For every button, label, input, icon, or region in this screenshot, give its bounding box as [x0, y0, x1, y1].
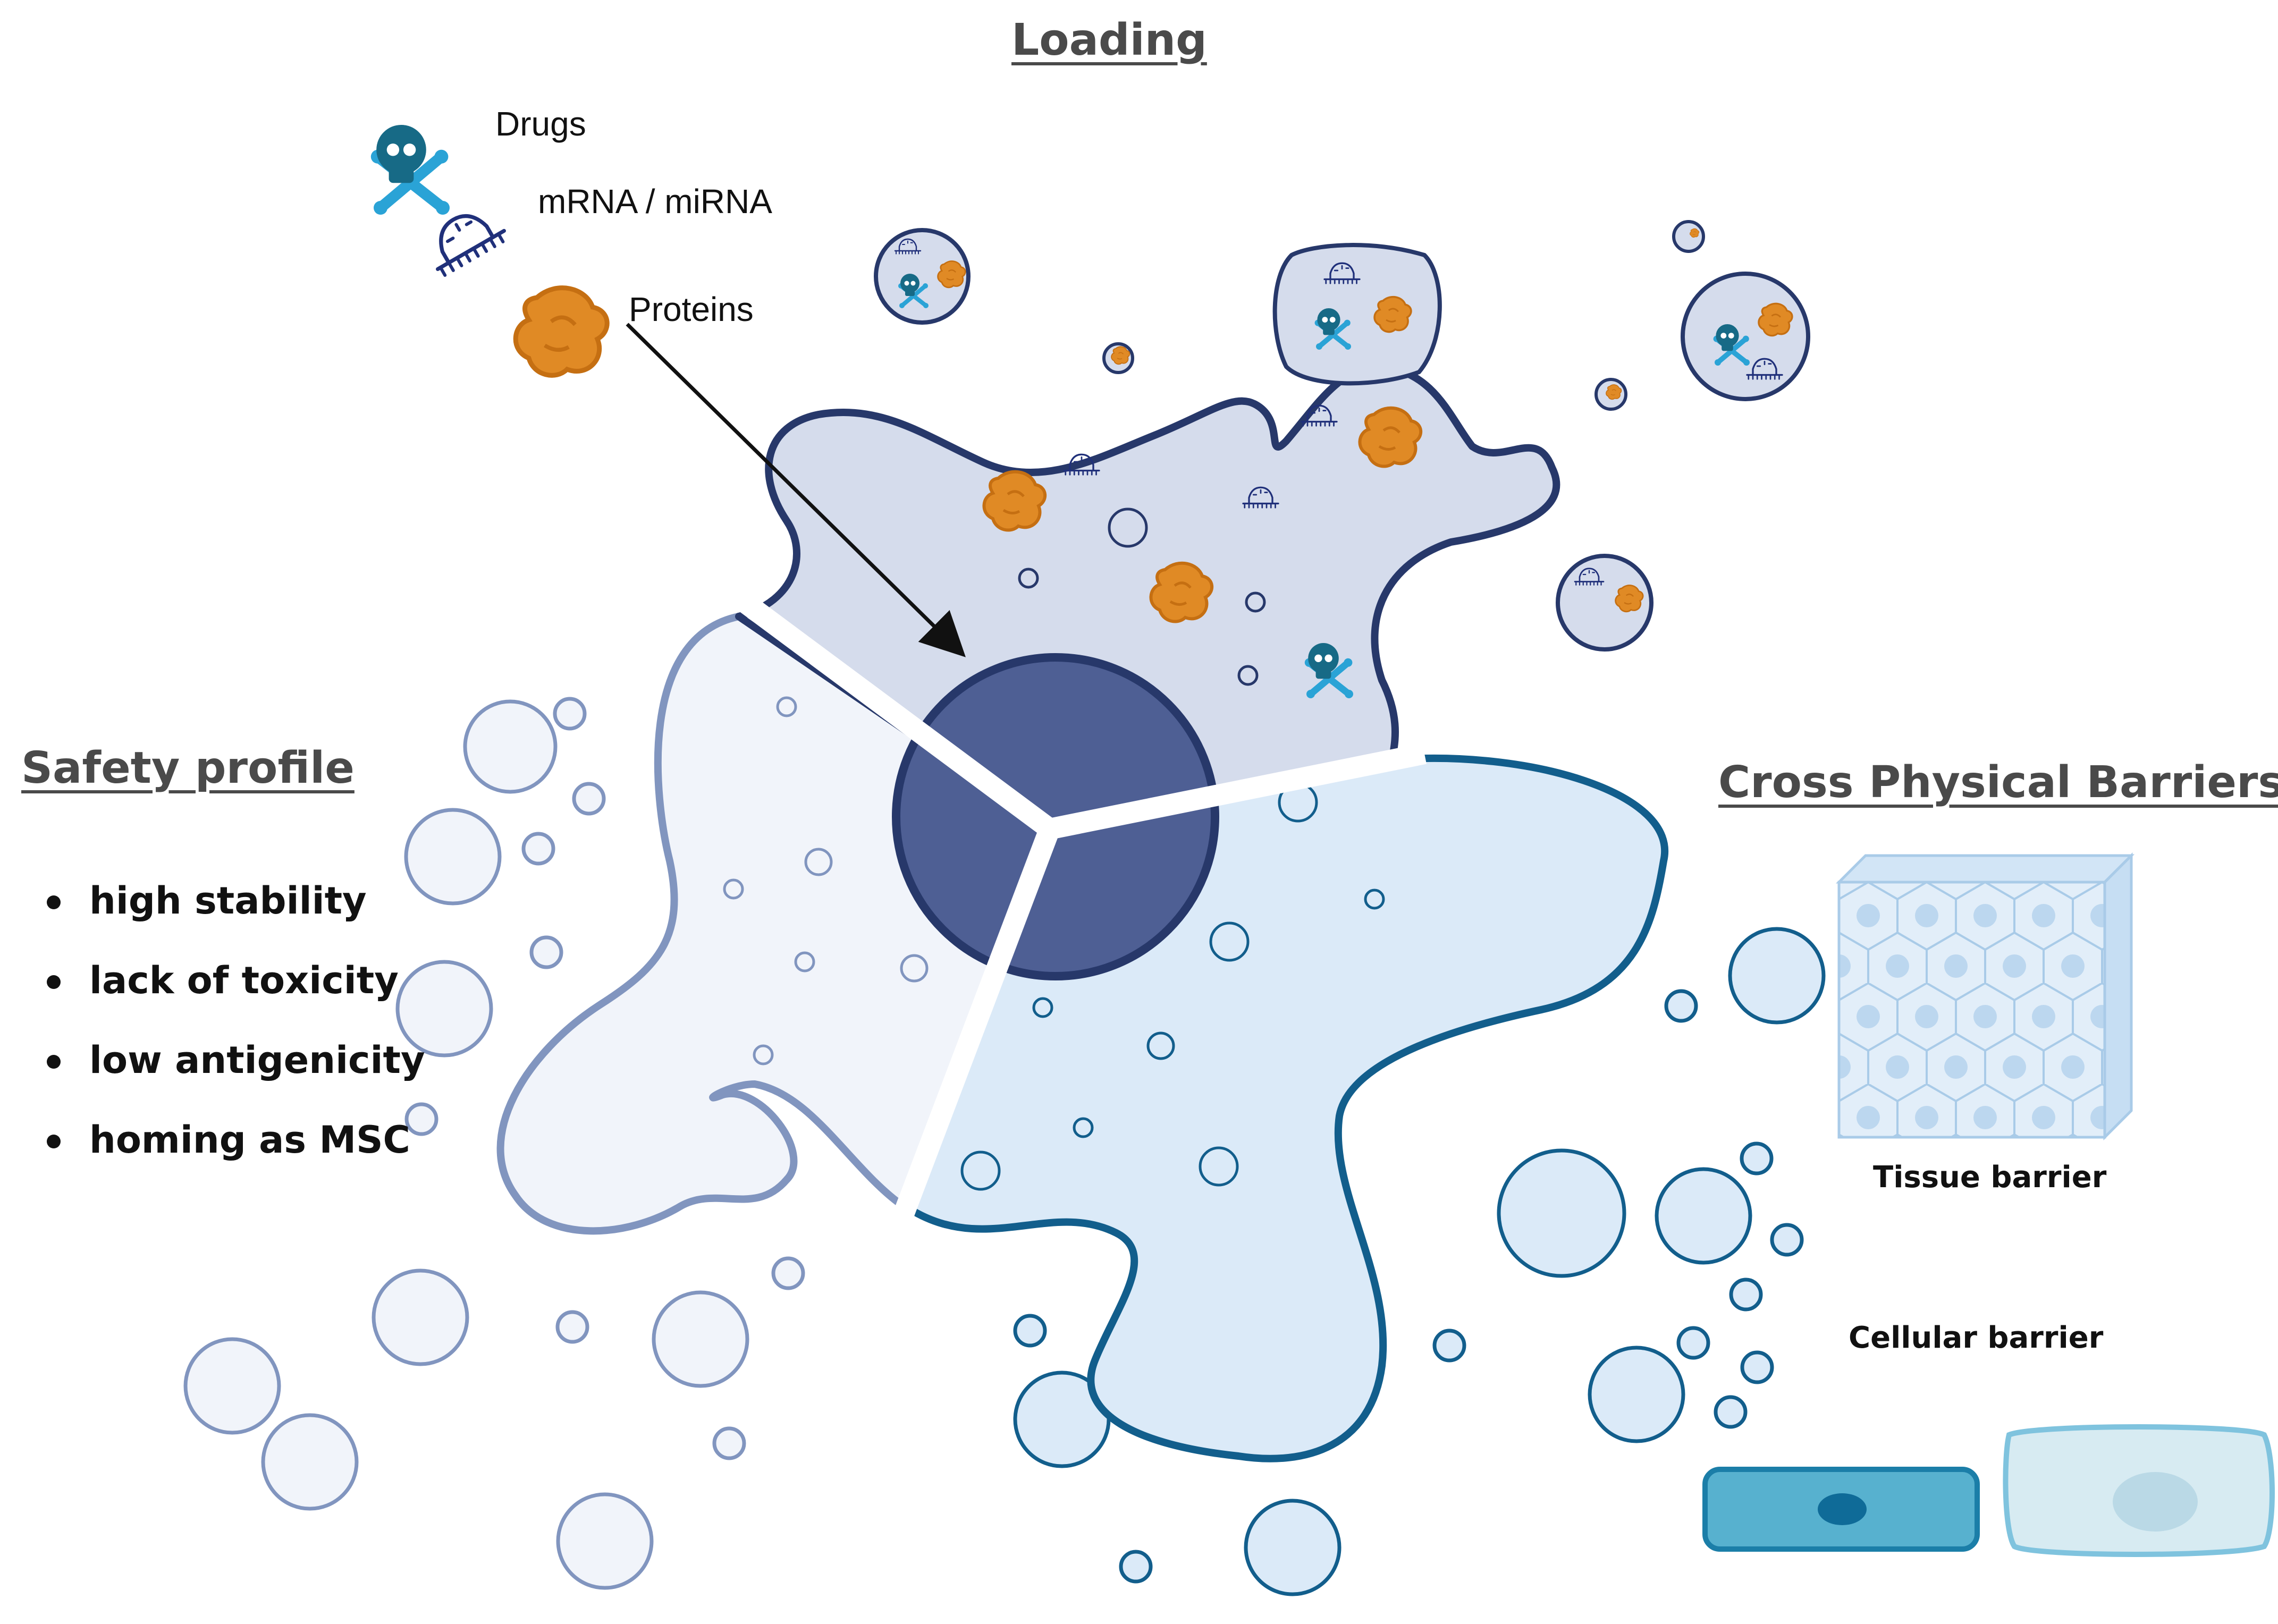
- vesicle: [1244, 1499, 1342, 1596]
- vesicle: [1108, 508, 1148, 548]
- vesicle: [1655, 1167, 1752, 1265]
- vesicle: [1237, 665, 1259, 686]
- vesicle: [1209, 921, 1250, 962]
- vesicle: [1432, 1329, 1466, 1363]
- vesicle: [1119, 1550, 1153, 1584]
- vesicle: [1740, 1141, 1774, 1175]
- vesicle: [652, 1290, 749, 1388]
- tissue-barrier-label: Tissue barrier: [1873, 1160, 2107, 1195]
- vesicle: [1588, 1346, 1685, 1443]
- loaded-exosome: [1672, 220, 1705, 253]
- vesicle: [1032, 997, 1053, 1018]
- barrier-cell-nucleus: [1818, 1493, 1867, 1525]
- safety-item: high stability: [43, 861, 425, 941]
- barriers-title: Cross Physical Barriers: [1718, 757, 2278, 808]
- vesicle: [1073, 1117, 1094, 1138]
- vesicle: [771, 1256, 805, 1290]
- left-vesicle-cloud: [183, 697, 805, 1590]
- vesicle: [804, 848, 833, 876]
- loaded-exosome: [1556, 554, 1653, 652]
- vesicle: [1676, 1326, 1710, 1360]
- loaded-exosome: [1594, 378, 1627, 411]
- loaded-exosome: [1102, 342, 1134, 374]
- vesicle: [712, 1426, 746, 1460]
- vesicle: [723, 878, 744, 900]
- vesicle: [1018, 568, 1039, 589]
- safety-list: high stability lack of toxicity low anti…: [43, 861, 425, 1180]
- right-vesicle-cloud: [1013, 927, 1826, 1596]
- skull-crossbones-icon: [371, 125, 450, 215]
- vesicle: [1664, 989, 1698, 1023]
- cellular-barrier-label: Cellular barrier: [1849, 1321, 2104, 1355]
- loaded-exosome: [1272, 243, 1442, 386]
- loaded-exosome: [1681, 272, 1810, 401]
- safety-item: homing as MSC: [43, 1100, 425, 1180]
- vesicle: [794, 951, 815, 972]
- vesicle: [1714, 1395, 1748, 1429]
- vesicle: [572, 782, 606, 816]
- loaded-exosome: [874, 228, 971, 325]
- vesicle: [753, 1044, 774, 1065]
- vesicle: [1245, 591, 1266, 613]
- vesicle: [463, 699, 558, 794]
- vesicle: [776, 696, 797, 717]
- safety-title: Safety profile: [21, 743, 355, 793]
- vesicle: [404, 808, 502, 906]
- vesicle: [1497, 1148, 1626, 1278]
- vesicle: [1013, 1314, 1047, 1348]
- loading-title: Loading: [1011, 15, 1207, 65]
- vesicle: [1146, 1031, 1175, 1060]
- cargo-label-drugs: Drugs: [495, 105, 586, 143]
- vesicle: [261, 1413, 359, 1511]
- safety-item: lack of toxicity: [43, 941, 425, 1020]
- sector-dividers: [732, 589, 1427, 1219]
- inner-vesicles: [723, 508, 1385, 1191]
- cellular-barrier-cells: [1702, 1424, 2275, 1557]
- vesicle: [900, 954, 929, 983]
- vesicle: [1728, 927, 1826, 1025]
- vesicle: [1740, 1350, 1774, 1384]
- vesicle: [555, 1310, 589, 1344]
- loading-arrow: [626, 323, 966, 657]
- vesicle: [1770, 1223, 1804, 1257]
- vesicle: [395, 960, 493, 1058]
- vesicle: [404, 1102, 438, 1136]
- safety-item: low antigenicity: [43, 1020, 425, 1100]
- vesicle: [521, 832, 555, 866]
- vesicle: [960, 1151, 1001, 1191]
- vesicle: [183, 1337, 281, 1435]
- protein-icon: [516, 288, 607, 376]
- cargo-label-proteins: Proteins: [629, 290, 754, 328]
- rna-strand-icon: [420, 200, 509, 277]
- cargo-label-rna: mRNA / miRNA: [538, 182, 772, 221]
- vesicle: [553, 697, 587, 731]
- tissue-barrier-block: [1835, 852, 2135, 1141]
- nucleus: [892, 653, 1219, 980]
- vesicle: [1729, 1278, 1763, 1312]
- vesicle: [372, 1268, 469, 1366]
- vesicle: [1199, 1146, 1239, 1187]
- vesicle: [556, 1492, 654, 1590]
- vesicle: [1364, 889, 1385, 910]
- loaded-exosomes: [874, 220, 1810, 652]
- vesicle: [529, 935, 563, 969]
- barrier-cell-nucleus: [2113, 1472, 2198, 1532]
